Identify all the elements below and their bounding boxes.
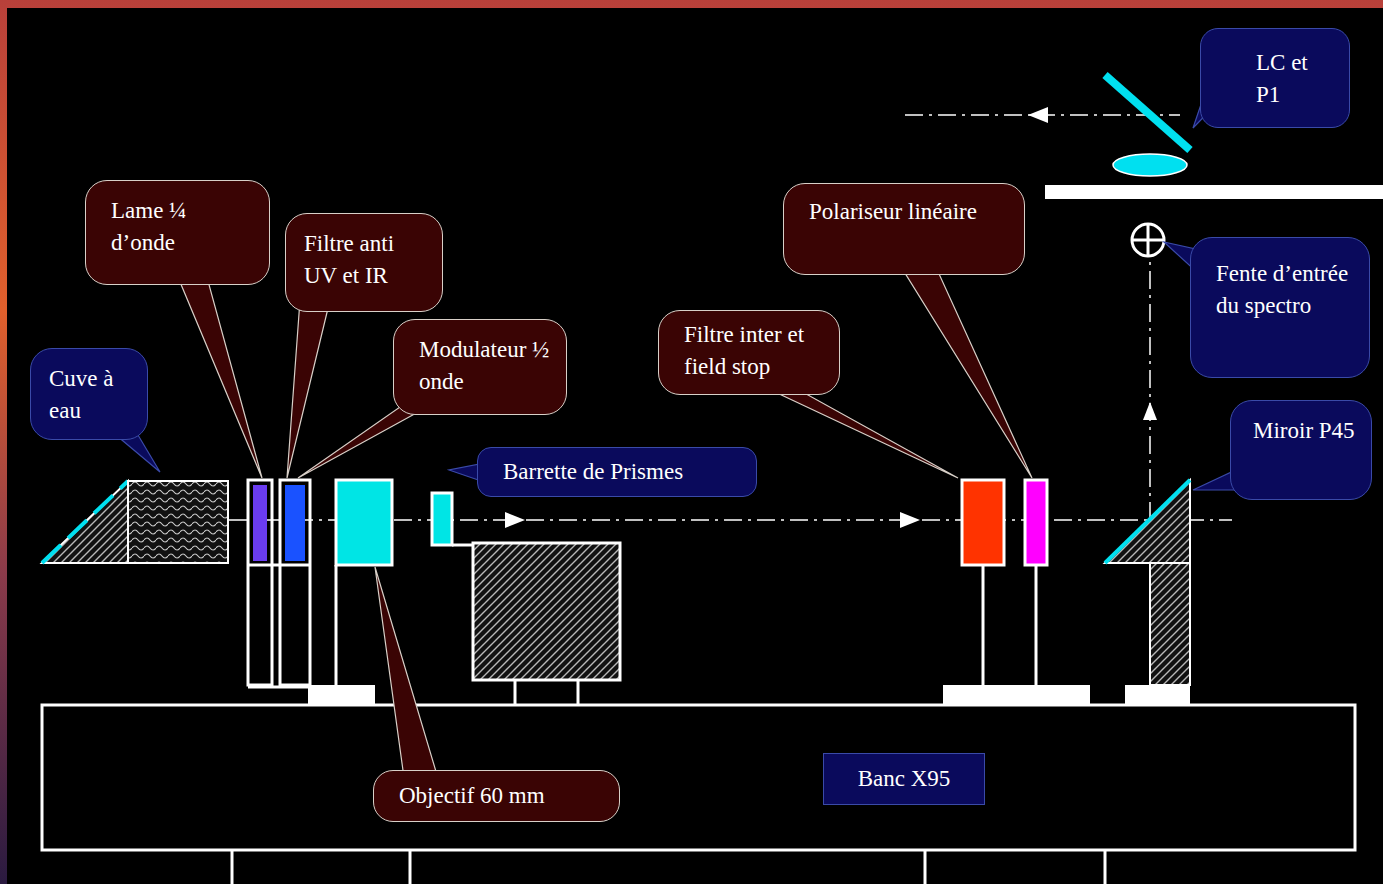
- callout-bubble: Lame ¼ d’onde: [85, 180, 270, 285]
- callout-bubble: Cuve à eau: [30, 348, 148, 440]
- filter-polariser: [943, 480, 1090, 705]
- callout-label: Filtre anti UV et IR: [304, 228, 430, 292]
- water-tank: [42, 481, 228, 563]
- callout-bubble: Barrette de Prismes: [477, 447, 757, 497]
- callout-bubble: Filtre anti UV et IR: [285, 213, 443, 312]
- callout-bubble: Objectif 60 mm: [373, 770, 620, 822]
- callout-bubble: LC et P1: [1200, 28, 1350, 128]
- callout-label: Modulateur ½ onde: [419, 334, 554, 398]
- optic-mounts: [248, 480, 392, 705]
- callout-label: Barrette de Prismes: [503, 456, 744, 488]
- prism-bar: [432, 493, 620, 705]
- callout-bubble: Polariseur linéaire: [783, 183, 1025, 275]
- callout-bubble: Banc X95: [823, 753, 985, 805]
- callout-bubble: Modulateur ½ onde: [393, 319, 567, 415]
- callout-bubble: Miroir P45: [1230, 400, 1372, 500]
- callout-label: Objectif 60 mm: [399, 780, 607, 812]
- callout-label: Polariseur linéaire: [809, 196, 1010, 228]
- mirror-p45: [1105, 480, 1190, 705]
- callout-label: LC et P1: [1256, 47, 1337, 111]
- callout-tails: [175, 265, 1032, 785]
- callout-label: Cuve à eau: [49, 363, 137, 427]
- callout-label: Miroir P45: [1253, 415, 1361, 447]
- callout-bubble: Filtre inter et field stop: [658, 310, 840, 395]
- callout-tails: [110, 78, 1240, 490]
- optical-bench: [42, 705, 1355, 884]
- optical-axis: [130, 107, 1232, 528]
- callout-bubble: Fente d’entrée du spectro: [1190, 237, 1370, 378]
- callout-label: Lame ¼ d’onde: [111, 195, 255, 259]
- callout-label: Banc X95: [834, 763, 974, 795]
- callout-label: Filtre inter et field stop: [684, 319, 829, 383]
- callout-label: Fente d’entrée du spectro: [1216, 258, 1357, 322]
